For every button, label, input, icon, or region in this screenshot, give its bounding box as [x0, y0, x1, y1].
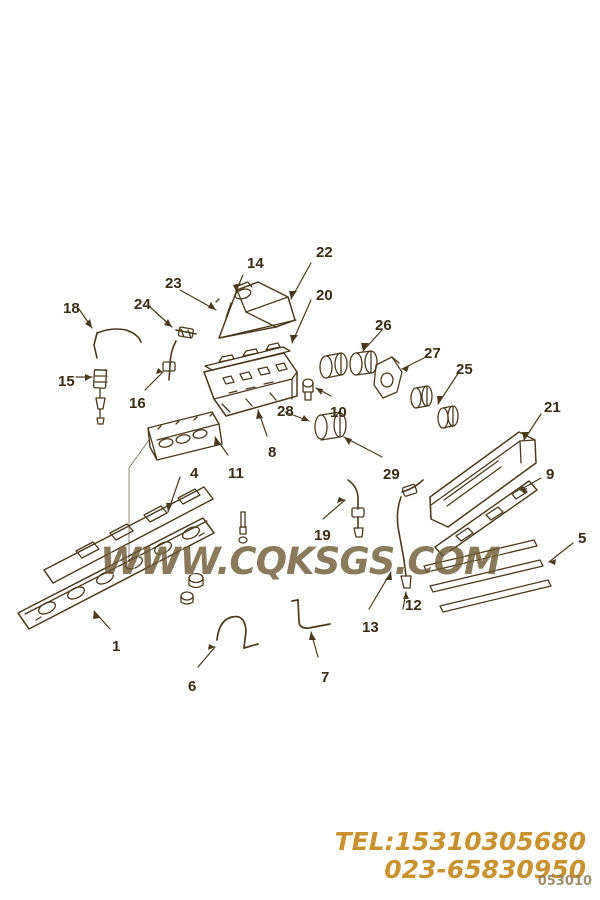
part-22-valve-cover — [215, 281, 297, 339]
callout-27: 27 — [424, 345, 441, 362]
callout-23: 23 — [165, 275, 182, 292]
callout-8: 8 — [268, 444, 277, 461]
callout-6: 6 — [188, 678, 197, 695]
callout-7: 7 — [321, 669, 330, 686]
callout-19: 19 — [314, 527, 331, 544]
drawing-code: 053010 — [537, 874, 592, 889]
part-1-long-gasket — [17, 517, 215, 630]
callout-5: 5 — [578, 530, 587, 547]
part-6-clip — [216, 615, 259, 649]
part-15-connector — [92, 369, 108, 425]
callout-9: 9 — [546, 466, 555, 483]
part-misc-fasteners — [180, 511, 248, 605]
part-11-manifold-flange — [147, 411, 223, 461]
callout-26: 26 — [375, 317, 392, 334]
callout-28: 28 — [277, 403, 294, 420]
callout-12: 12 — [405, 597, 422, 614]
contact-phone-block: TEL:15310305680 023-65830950 — [335, 828, 586, 884]
callout-29: 29 — [383, 466, 400, 483]
part-19-tube — [347, 479, 365, 538]
part-5-seal-strips — [423, 539, 552, 613]
part-27-bracket — [373, 356, 403, 399]
callout-4: 4 — [190, 465, 199, 482]
part-7-rod — [291, 599, 331, 629]
callout-11: 11 — [228, 465, 244, 482]
phone-line-2: 023-65830950 — [384, 855, 586, 884]
part-8-cylinder-head — [203, 352, 298, 417]
part-9-gasket-right — [434, 480, 538, 557]
part-28-sleeve — [314, 411, 347, 441]
site-watermark: WWW.CQKSGS.COM — [100, 540, 501, 583]
part-12-tube — [396, 479, 424, 589]
callout-18: 18 — [63, 300, 80, 317]
part-25-rings — [410, 385, 459, 429]
callout-24: 24 — [134, 296, 151, 313]
callout-21: 21 — [544, 399, 561, 416]
callout-13: 13 — [362, 619, 379, 636]
callout-25: 25 — [456, 361, 473, 378]
callout-15: 15 — [58, 373, 75, 390]
part-4-rail — [43, 486, 214, 584]
callout-16: 16 — [129, 395, 146, 412]
part-24-tube-assembly — [162, 326, 197, 381]
part-10-plug — [302, 378, 314, 401]
callout-22: 22 — [316, 244, 333, 261]
callout-1: 1 — [112, 638, 121, 655]
callout-10: 10 — [330, 404, 347, 421]
part-26-sleeves — [319, 350, 378, 379]
callout-14: 14 — [247, 255, 264, 272]
part-18-tube — [93, 328, 142, 359]
part-21-right-cover — [429, 431, 537, 528]
callout-20: 20 — [316, 287, 333, 304]
phone-line-1: TEL:15310305680 — [334, 827, 586, 856]
part-20-gasket — [204, 342, 291, 371]
